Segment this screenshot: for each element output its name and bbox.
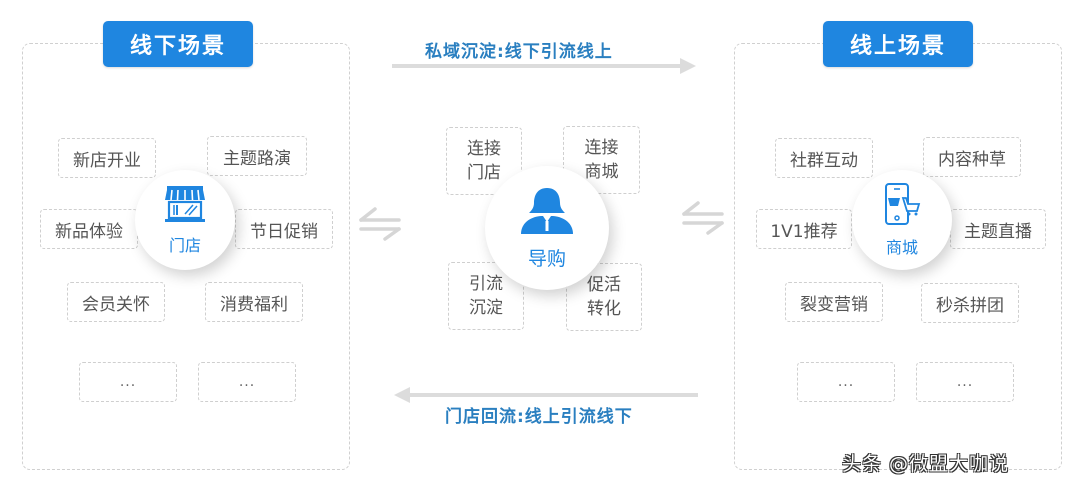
online-tag-1v1-recommendation: 1V1推荐	[756, 209, 852, 249]
bidirectional-exchange-icon	[357, 206, 403, 242]
bidirectional-exchange-icon	[680, 200, 726, 236]
mobile-shopping-cart-icon	[882, 182, 922, 230]
online-tag-more-2: ...	[916, 362, 1014, 402]
top-flow-label: 私域沉淀:线下引流线上	[425, 42, 613, 62]
offline-tag-member-care: 会员关怀	[67, 282, 165, 322]
offline-tag-new-product-trial: 新品体验	[40, 209, 138, 249]
shopping-guide-person-icon	[517, 186, 577, 238]
offline-scene-title: 线下场景	[103, 21, 253, 67]
mall-hub-label: 商城	[885, 238, 918, 257]
online-tag-more-1: ...	[797, 362, 895, 402]
store-hub-label: 门店	[168, 236, 201, 255]
bottom-flow-arrow	[394, 387, 698, 403]
mall-hub: 商城	[852, 170, 952, 270]
top-flow-arrow	[392, 58, 696, 74]
center-tag-connect-store: 连接 门店	[446, 127, 522, 195]
online-tag-themed-livestream: 主题直播	[950, 209, 1046, 249]
offline-tag-more-1: ...	[79, 362, 177, 402]
offline-tag-holiday-promotion: 节日促销	[235, 209, 333, 249]
online-tag-flash-sale-group-buy: 秒杀拼团	[921, 283, 1019, 323]
online-tag-viral-marketing: 裂变营销	[785, 282, 883, 322]
store-hub: 门店	[135, 170, 235, 270]
bottom-flow-label: 门店回流:线上引流线下	[445, 407, 633, 427]
offline-tag-themed-roadshow: 主题路演	[207, 136, 307, 176]
watermark: 头条 @微盟大咖说	[842, 453, 1010, 475]
online-scene-title: 线上场景	[823, 21, 973, 67]
offline-tag-consumer-benefits: 消费福利	[205, 282, 303, 322]
offline-tag-new-store-opening: 新店开业	[58, 138, 156, 178]
storefront-icon	[163, 184, 207, 228]
shopping-guide-hub-label: 导购	[527, 247, 566, 270]
shopping-guide-hub: 导购	[485, 166, 609, 290]
offline-tag-more-2: ...	[198, 362, 296, 402]
online-tag-content-seeding: 内容种草	[923, 137, 1021, 177]
online-tag-community-interaction: 社群互动	[775, 138, 873, 178]
